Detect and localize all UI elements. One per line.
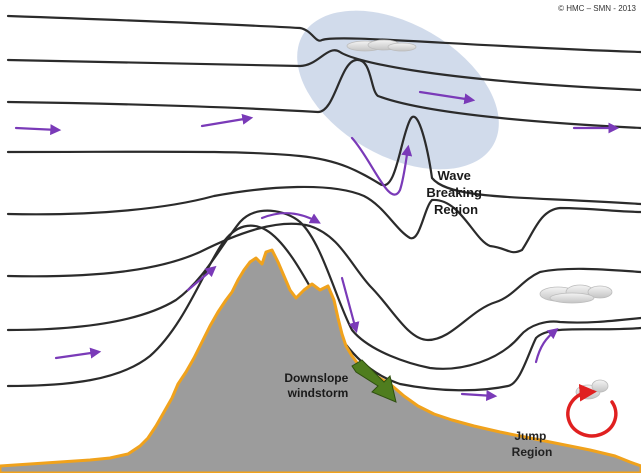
streamline-7 — [6, 209, 641, 370]
flow-arrow-icon — [418, 90, 476, 105]
mountain — [0, 248, 641, 473]
jump-region-label: Jump Region — [512, 429, 553, 459]
flow-arrows — [14, 90, 620, 402]
flow-arrow-icon — [200, 113, 254, 128]
cloud-icon — [346, 39, 417, 52]
flow-arrow-icon — [534, 327, 559, 364]
streamline-1 — [6, 14, 641, 54]
rotor-icon — [566, 384, 618, 438]
cloud-icon — [539, 284, 613, 304]
wave-breaking-zone — [297, 10, 499, 170]
flow-arrow-icon — [350, 136, 413, 196]
flow-arrow-icon — [186, 265, 217, 292]
copyright-text: © HMC – SMN - 2013 — [558, 4, 636, 13]
streamline-4 — [6, 115, 641, 206]
streamline-2 — [6, 49, 641, 92]
windstorm-arrow-icon — [351, 359, 397, 403]
flow-arrow-icon — [54, 347, 102, 360]
streamline-5 — [6, 185, 641, 254]
streamline-6 — [6, 222, 641, 342]
wave-breaking-label: Wave Breaking Region — [426, 168, 485, 217]
downslope-windstorm-label: Downslope windstorm — [284, 371, 351, 400]
streamlines — [6, 14, 641, 392]
streamline-3 — [6, 58, 641, 130]
flow-arrow-icon — [14, 124, 62, 136]
flow-arrow-icon — [340, 276, 360, 334]
flow-arrow-icon — [260, 212, 321, 224]
flow-arrow-icon — [460, 390, 498, 402]
